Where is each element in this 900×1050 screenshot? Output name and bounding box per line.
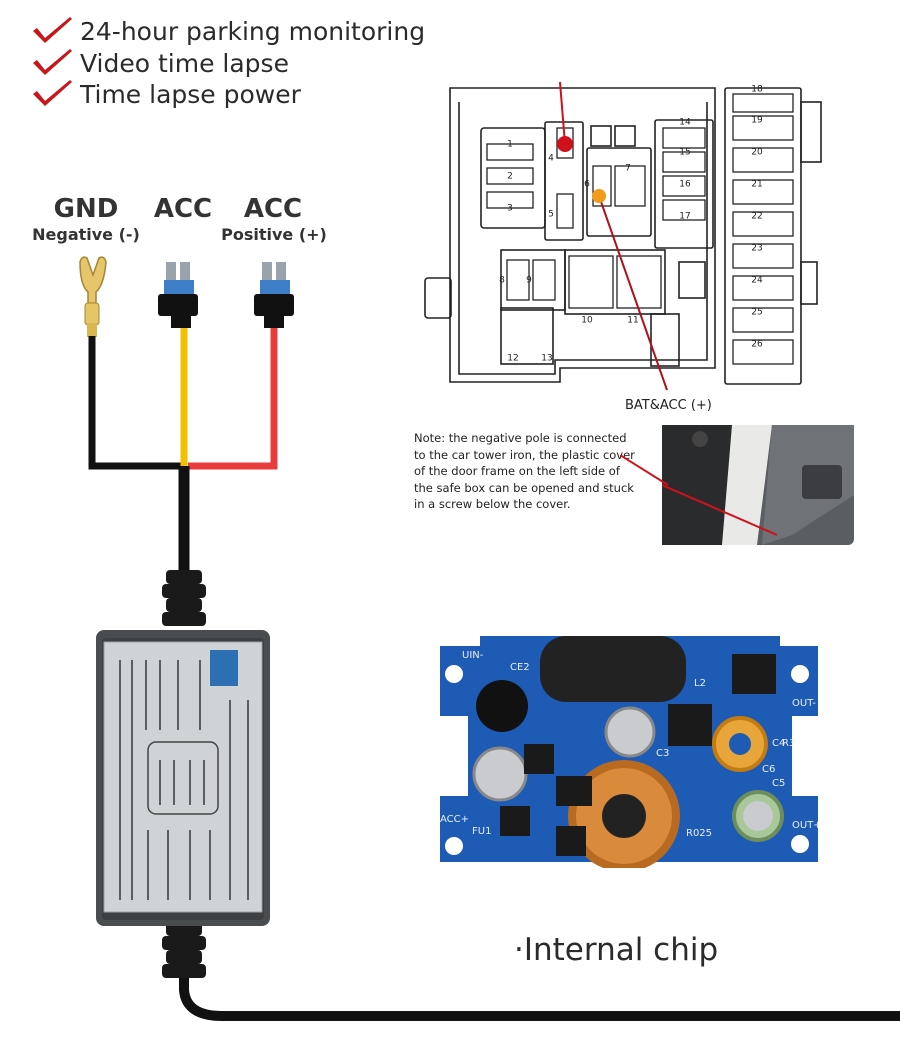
feature-label: 24-hour parking monitoring — [80, 16, 426, 46]
svg-text:UIN-: UIN- — [462, 650, 484, 661]
gnd-title: GND — [53, 194, 119, 224]
car-interior-photo — [662, 425, 854, 545]
probe-orange-icon — [592, 189, 606, 203]
svg-text:19: 19 — [751, 116, 763, 126]
svg-text:18: 18 — [751, 85, 763, 95]
svg-text:15: 15 — [679, 148, 690, 158]
svg-text:OUT+: OUT+ — [792, 820, 820, 831]
svg-text:9: 9 — [526, 276, 532, 286]
svg-text:17: 17 — [679, 212, 690, 222]
svg-text:7: 7 — [625, 164, 631, 174]
feature-label: Video time lapse — [80, 48, 289, 78]
svg-text:C6: C6 — [762, 764, 775, 775]
svg-text:10: 10 — [581, 316, 593, 326]
checkmark-icon — [33, 80, 72, 106]
svg-text:OUT-: OUT- — [792, 698, 816, 709]
svg-text:FU1: FU1 — [472, 826, 491, 837]
feature-item: Video time lapse — [30, 48, 289, 78]
converter-module-icon — [96, 630, 270, 926]
svg-text:13: 13 — [541, 354, 552, 364]
svg-text:3: 3 — [507, 204, 513, 214]
svg-text:25: 25 — [751, 308, 762, 318]
svg-text:24: 24 — [751, 276, 763, 286]
checkmark-icon — [33, 17, 72, 43]
svg-text:14: 14 — [679, 118, 691, 128]
probe-red-icon — [557, 136, 573, 152]
svg-text:2: 2 — [507, 172, 513, 182]
acc-right-title: ACC — [243, 194, 303, 224]
svg-text:R025: R025 — [686, 828, 712, 839]
svg-text:C4: C4 — [772, 738, 785, 749]
svg-text:C3: C3 — [656, 748, 669, 759]
ring-terminal-icon — [79, 256, 107, 337]
fuse-tap-red-icon — [254, 262, 294, 328]
svg-text:L2: L2 — [694, 678, 706, 689]
svg-text:C5: C5 — [772, 778, 785, 789]
feature-item: 24-hour parking monitoring — [30, 16, 425, 46]
feature-label: Time lapse power — [80, 79, 301, 109]
svg-text:23: 23 — [751, 244, 762, 254]
acc-left-title: ACC — [153, 194, 213, 224]
install-note: Note: the negative pole is connected to … — [414, 431, 635, 511]
acc-right-subtitle: Positive (+) — [221, 225, 327, 244]
svg-text:4: 4 — [548, 154, 554, 164]
svg-text:16: 16 — [679, 180, 691, 190]
fuse-box-diagram: 1 2 3 4 5 6 7 8 9 10 11 12 13 14 15 16 1… — [415, 82, 855, 412]
svg-text:22: 22 — [751, 212, 762, 222]
svg-text:8: 8 — [499, 276, 505, 286]
svg-text:21: 21 — [751, 180, 762, 190]
fuse-tap-yellow-icon — [158, 262, 198, 328]
pcb-board: UIN- CE2 ACC+ FU1 OUT- OUT+ L2 C3 C4 C5 … — [440, 636, 820, 868]
bat-acc-label: BAT&ACC (+) — [625, 398, 712, 413]
svg-text:1: 1 — [507, 140, 513, 150]
feature-item: Time lapse power — [30, 79, 301, 109]
gnd-subtitle: Negative (-) — [32, 225, 140, 244]
pointer-line — [620, 455, 669, 486]
svg-text:6: 6 — [584, 180, 590, 190]
svg-text:5: 5 — [548, 210, 554, 220]
svg-text:ACC+: ACC+ — [440, 814, 469, 825]
fuse-numbers: 1 2 3 4 5 6 7 8 9 10 11 12 13 14 15 16 1… — [499, 85, 763, 364]
svg-text:11: 11 — [627, 316, 638, 326]
svg-text:R3: R3 — [782, 738, 795, 749]
checkmark-icon — [33, 49, 72, 75]
internal-chip-caption: ·Internal chip — [514, 932, 719, 968]
svg-text:CE2: CE2 — [510, 662, 530, 673]
svg-text:12: 12 — [507, 354, 518, 364]
svg-text:26: 26 — [751, 340, 763, 350]
svg-text:20: 20 — [751, 148, 763, 158]
